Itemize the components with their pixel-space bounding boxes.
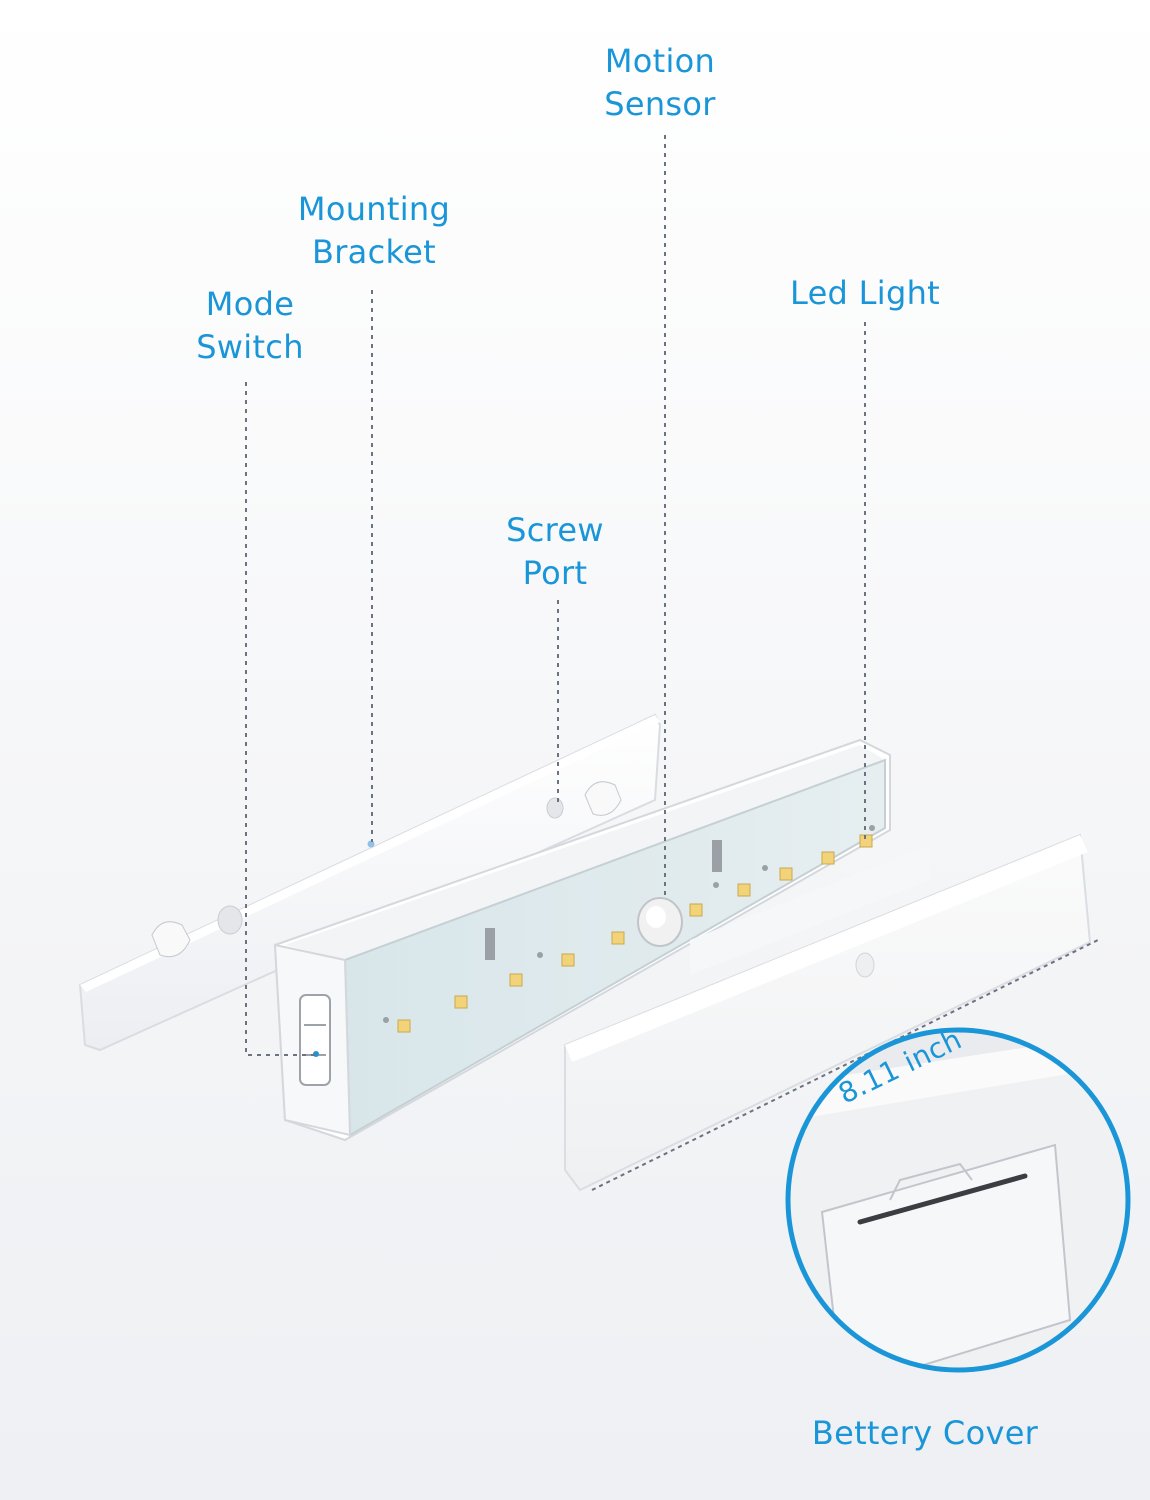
label-screw-port-line2: Port [522, 554, 588, 592]
label-mounting-bracket-line1: Mounting [297, 190, 451, 228]
label-mode-switch: Mode Switch [170, 283, 330, 369]
label-battery-cover: Bettery Cover [811, 1414, 1039, 1452]
label-motion-sensor-line2: Sensor [604, 85, 716, 123]
dimension-line [591, 939, 1099, 1191]
label-mounting-bracket: Mounting Bracket [264, 188, 484, 274]
label-motion-sensor-line1: Motion [604, 42, 716, 80]
label-mounting-bracket-line2: Bracket [311, 233, 437, 271]
mounting-bracket-plate [78, 713, 662, 1052]
light-body [273, 738, 891, 1142]
label-screw-port-line1: Screw [506, 511, 604, 549]
label-mode-switch-line2: Switch [196, 328, 304, 366]
label-led-light: Led Light [790, 274, 940, 312]
mode-switch[interactable] [299, 994, 331, 1086]
leader-lines [245, 135, 866, 1056]
led-chips [397, 834, 873, 1033]
diffuser-cover [564, 833, 1092, 1192]
label-mode-switch-line1: Mode [205, 285, 295, 323]
battery-cover-inset [785, 1027, 1131, 1373]
label-screw-port: Screw Port [480, 509, 630, 595]
label-motion-sensor: Motion Sensor [560, 40, 760, 126]
